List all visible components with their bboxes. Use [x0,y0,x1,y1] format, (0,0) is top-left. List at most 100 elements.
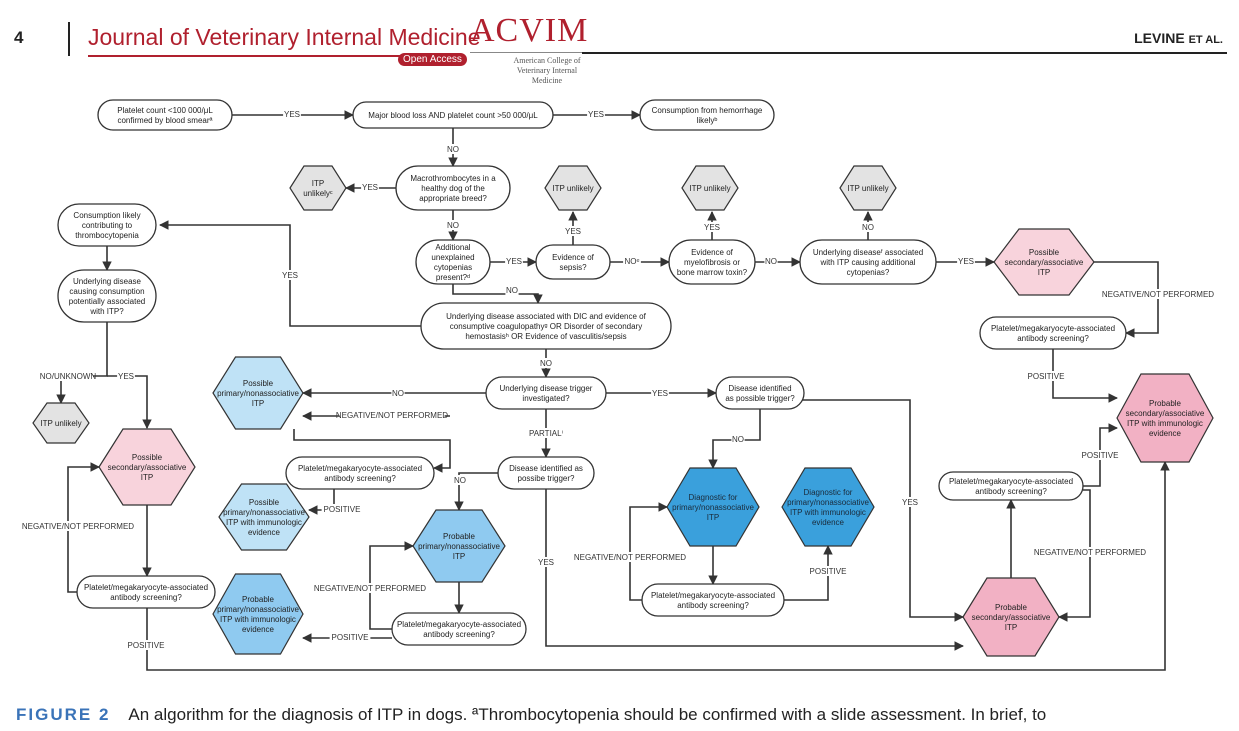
edge-label-bg-no7 [539,358,553,368]
author-suffix: ET AL. [1188,34,1223,46]
journal-title: Journal of Veterinary Internal Medicine [88,24,481,50]
logo-rule [470,52,582,53]
node-n20-shape [212,356,304,430]
edge-label-bg-yes2 [587,109,605,119]
edge-label-no6: NO [506,286,518,295]
edge-label-neg4: NEGATIVE/NOT PERFORMED [574,553,686,562]
edge-label-yes2: YES [588,110,604,119]
node-n19-shape [32,402,90,444]
edge-label-bg-yes4 [505,256,523,266]
node-n19: ITP unlikely [32,402,90,444]
node-n8: ITP unlikely [839,165,897,211]
edge-label-bg-yes8 [281,270,299,280]
node-n30-shape [412,509,506,583]
node-n7-label: ITP unlikely [689,184,730,193]
header-divider [68,22,70,56]
edge-label-partial: PARTIALⁱ [529,429,563,438]
edge-label-no4: NOᵉ [625,257,640,266]
edge-label-no2: NO [447,221,459,230]
edge-label-bg-yes10 [117,371,135,381]
edge-label-bg-neg2 [339,410,445,420]
edge-label-yes12: YES [902,498,918,507]
node-n9-shape [415,239,491,285]
node-n35-shape [962,577,1060,657]
node-n10-shape [535,244,611,280]
node-n2-shape [352,101,554,129]
node-n16: Underlying disease associated with DIC a… [420,302,672,350]
edge-label-bg-no6 [505,285,519,295]
edge-label-neg1: NEGATIVE/NOT PERFORMED [1102,290,1214,299]
edge-17 [56,322,108,404]
edge-label-no3: NO [862,223,874,232]
edge-label-bg-yes12 [901,497,919,507]
node-n8-label: ITP unlikely [847,184,888,193]
edge-label-yes10: YES [118,372,134,381]
edge-label-bg-no8 [391,388,405,398]
edge-label-bg-yes7 [957,256,975,266]
edge-label-no5: NO [765,257,777,266]
node-n21-shape [485,376,607,410]
edge-label-yes7: YES [958,257,974,266]
node-n32-shape [641,583,785,617]
edge-label-yes11: YES [652,389,668,398]
node-n3-shape [639,99,775,131]
node-n26-shape [218,483,310,551]
edge-label-bg-pos3 [321,504,363,514]
edge-label-neg5: NEGATIVE/NOT PERFORMED [1034,548,1146,557]
node-n6: ITP unlikely [544,165,602,211]
edge-label-bg-pos1 [1025,371,1067,381]
edge-label-bg-pos5 [329,632,371,642]
node-n17-shape [979,316,1127,350]
node-n16-shape [420,302,672,350]
node-n12-shape [799,239,937,285]
edge-32 [454,472,498,511]
edge-19 [1052,349,1118,403]
node-n11-shape [668,239,756,285]
edge-label-neg6: NEGATIVE/NOT PERFORMED [314,584,426,593]
node-n18-shape [1116,373,1214,463]
edge-label-yes8: YES [282,271,298,280]
edge-label-yes3: YES [362,183,378,192]
edge-label-pos3: POSITIVE [324,505,361,514]
edge-label-no9: NO [732,435,744,444]
edge-label-bg-nounk [43,371,93,381]
edge-label-yes13: YES [538,558,554,567]
node-n14-shape [57,203,157,247]
edge-label-no1: NO [447,145,459,154]
node-n28-shape [781,467,875,547]
edge-label-bg-yes1 [283,109,301,119]
node-n1-shape [97,99,233,131]
node-n6-shape [544,165,602,211]
node-n2: Major blood loss AND platelet count >50 … [352,101,554,129]
node-n16-label: Underlying disease associated with DIC a… [446,312,646,341]
